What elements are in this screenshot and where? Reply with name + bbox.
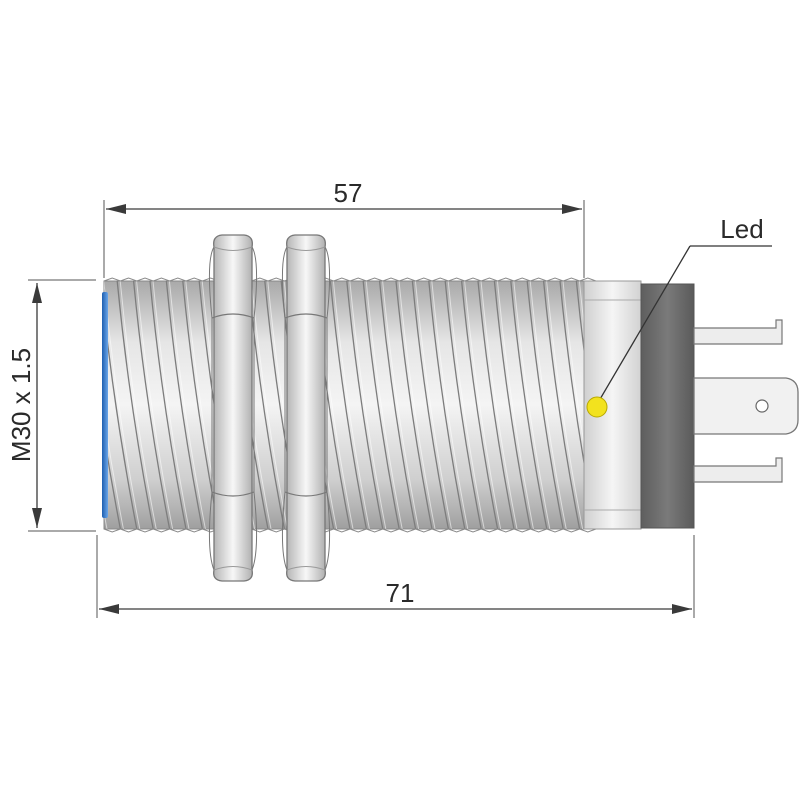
thread-highlight (168, 281, 206, 529)
thread-line (104, 305, 138, 529)
thread-line (104, 525, 105, 529)
sensing-face (102, 292, 108, 518)
thread-line (460, 281, 499, 529)
thread-line (165, 281, 204, 529)
nut-left (208, 234, 258, 582)
connector-housing (640, 283, 695, 529)
thread-line (346, 281, 384, 529)
thread-highlight (562, 281, 584, 448)
thread-highlight (382, 281, 420, 529)
thread-line (444, 281, 482, 529)
thread-highlight (398, 281, 436, 529)
thread-line (493, 281, 532, 529)
thread-highlight (349, 281, 387, 529)
led-label: Led (720, 214, 763, 244)
thread-line (104, 431, 122, 529)
thread-highlight (480, 281, 518, 529)
dimension-thread-label: M30 x 1.5 (6, 348, 36, 462)
led-indicator-icon (586, 396, 608, 418)
thread-highlight (578, 281, 584, 330)
thread-line (182, 281, 220, 529)
thread-line (575, 281, 584, 356)
thread-highlight (447, 281, 485, 529)
thread-line (149, 281, 187, 529)
thread-highlight (104, 412, 124, 529)
thread-highlight (464, 281, 502, 529)
thread-highlight (119, 281, 157, 529)
thread-highlight (496, 281, 534, 529)
thread-line (542, 281, 581, 529)
thread-highlight (513, 281, 551, 529)
thread-highlight (136, 281, 174, 529)
thread-line (559, 281, 584, 467)
thread-highlight (332, 281, 370, 529)
thread-line (526, 281, 564, 529)
thread-highlight (152, 281, 190, 529)
thread-line (362, 281, 400, 529)
dimension-57: 57 (103, 178, 585, 278)
led-callout: Led (586, 214, 772, 418)
dimension-71: 71 (96, 535, 695, 618)
thread-line (116, 281, 154, 529)
thread-line (477, 281, 515, 529)
thread-line (510, 281, 548, 529)
thread-line (132, 281, 171, 529)
thread-line (428, 281, 466, 529)
thread-highlight (546, 281, 584, 529)
thread-line (411, 281, 450, 529)
thread-line (378, 281, 417, 529)
dimension-57-label: 57 (334, 178, 363, 208)
dimension-thread: M30 x 1.5 (6, 279, 96, 532)
thread-highlight (529, 281, 567, 529)
thread-highlight (414, 281, 452, 529)
nut-right (281, 234, 331, 582)
spade-connector-icon (693, 319, 799, 483)
thread-line (329, 281, 368, 529)
threaded-body (103, 277, 597, 533)
thread-highlight (365, 281, 403, 529)
thread-highlight (431, 281, 469, 529)
dimension-71-label: 71 (386, 578, 415, 608)
thread-highlight (104, 510, 108, 529)
thread-line (395, 281, 433, 529)
